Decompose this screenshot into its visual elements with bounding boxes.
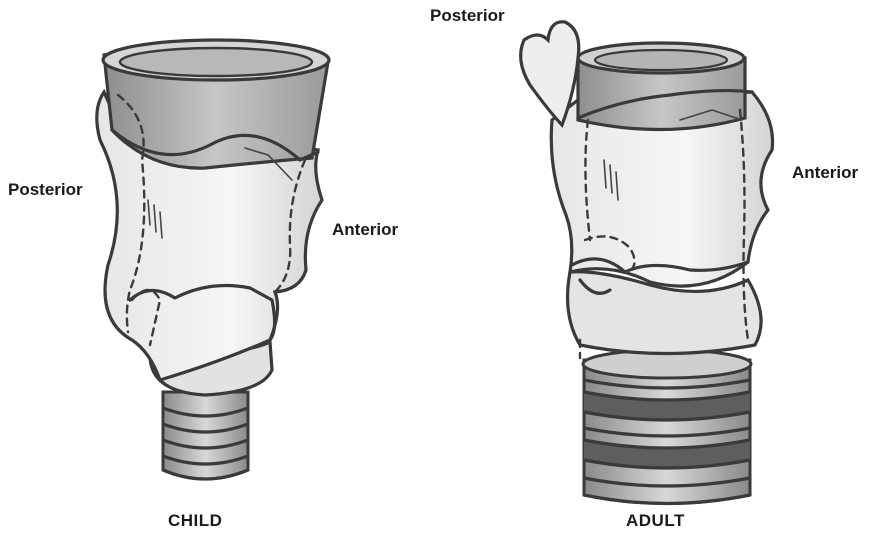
adult-posterior-label: Posterior [430, 6, 505, 26]
adult-larynx [521, 22, 773, 504]
child-anterior-label: Anterior [332, 220, 398, 240]
adult-anterior-label: Anterior [792, 163, 858, 183]
child-posterior-label: Posterior [8, 180, 83, 200]
child-caption: CHILD [168, 511, 222, 531]
adult-caption: ADULT [626, 511, 685, 531]
child-trachea [163, 392, 248, 479]
adult-trachea [583, 350, 751, 504]
child-larynx [97, 40, 329, 479]
